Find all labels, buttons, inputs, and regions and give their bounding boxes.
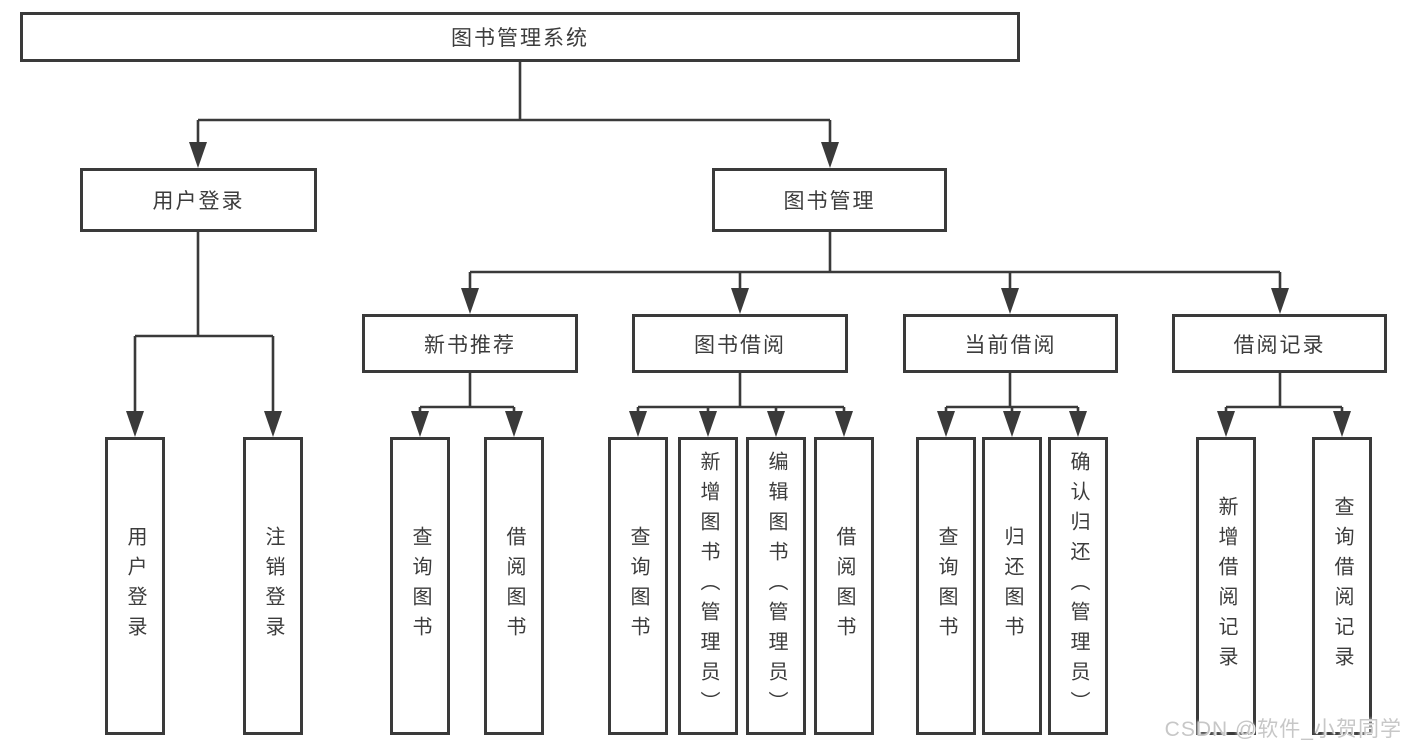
node-label: 归还图书 <box>1001 526 1023 646</box>
node-label: 编辑图书（管理员） <box>765 451 787 721</box>
leaf-cb-return-books: 归还图书 <box>982 437 1042 735</box>
node-label: 借阅图书 <box>833 526 855 646</box>
node-label: 查询图书 <box>935 526 957 646</box>
node-label: 新增图书（管理员） <box>697 451 719 721</box>
node-user-login: 用户登录 <box>80 168 317 232</box>
leaf-bb-edit-books-admin: 编辑图书（管理员） <box>746 437 806 735</box>
node-label: 新增借阅记录 <box>1215 496 1237 676</box>
leaf-br-query-record: 查询借阅记录 <box>1312 437 1372 735</box>
leaf-cb-query-books: 查询图书 <box>916 437 976 735</box>
node-label: 用户登录 <box>124 526 146 646</box>
node-label: 新书推荐 <box>424 333 516 357</box>
leaf-bb-add-books-admin: 新增图书（管理员） <box>678 437 738 735</box>
node-label: 查询图书 <box>627 526 649 646</box>
node-label: 当前借阅 <box>964 333 1057 357</box>
node-book-management: 图书管理 <box>712 168 947 232</box>
leaf-nb-borrow-books: 借阅图书 <box>484 437 544 735</box>
node-label: 图书借阅 <box>694 333 786 357</box>
leaf-bb-borrow-books: 借阅图书 <box>814 437 874 735</box>
leaf-nb-query-books: 查询图书 <box>390 437 450 735</box>
node-borrowing-records: 借阅记录 <box>1172 314 1387 373</box>
node-label: 图书管理系统 <box>451 27 589 50</box>
leaf-logout: 注销登录 <box>243 437 303 735</box>
leaf-br-add-record: 新增借阅记录 <box>1196 437 1256 735</box>
node-new-book-recommend: 新书推荐 <box>362 314 578 373</box>
node-label: 确认归还（管理员） <box>1067 451 1089 721</box>
node-label: 借阅记录 <box>1233 333 1326 357</box>
node-current-borrowing: 当前借阅 <box>903 314 1118 373</box>
node-book-borrowing: 图书借阅 <box>632 314 848 373</box>
node-root: 图书管理系统 <box>20 12 1020 62</box>
leaf-user-login: 用户登录 <box>105 437 165 735</box>
leaf-cb-confirm-return-admin: 确认归还（管理员） <box>1048 437 1108 735</box>
csdn-watermark: CSDN @软件_小贺同学 <box>1164 718 1402 741</box>
node-label: 查询图书 <box>409 526 431 646</box>
node-label: 查询借阅记录 <box>1331 496 1353 676</box>
node-label: 图书管理 <box>783 190 876 213</box>
node-label: 借阅图书 <box>503 526 525 646</box>
leaf-bb-query-books: 查询图书 <box>608 437 668 735</box>
node-label: 用户登录 <box>152 190 245 213</box>
node-label: 注销登录 <box>262 526 284 646</box>
